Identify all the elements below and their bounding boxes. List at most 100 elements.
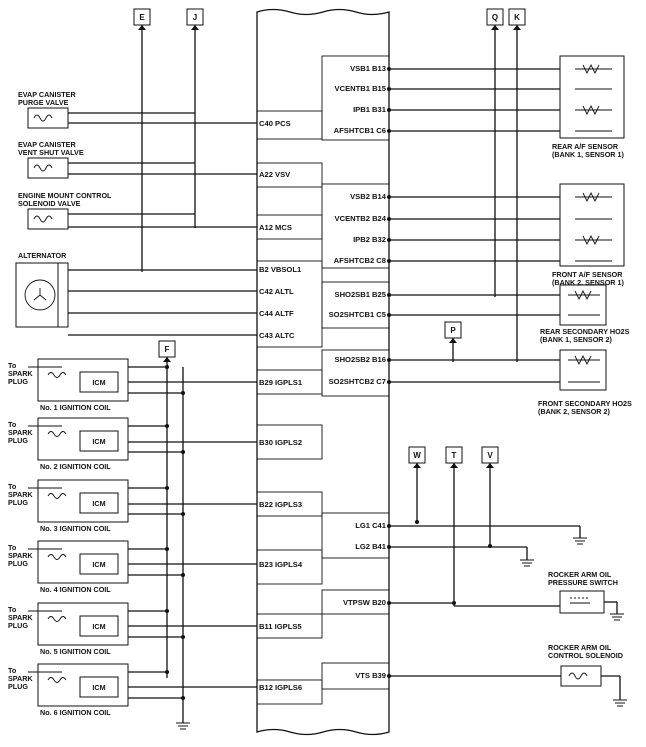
svg-text:Q: Q	[492, 13, 498, 22]
svg-text:T: T	[452, 451, 457, 460]
connector-tag-j: J	[186, 8, 204, 26]
spark-plug-label: SPARK	[8, 551, 33, 560]
svg-text:REAR A/F SENSOR: REAR A/F SENSOR	[552, 142, 619, 151]
icm-label: ICM	[92, 560, 105, 569]
spark-plug-label: SPARK	[8, 674, 33, 683]
svg-text:FRONT A/F SENSOR: FRONT A/F SENSOR	[552, 270, 623, 279]
ignition-coil-label: No. 3 IGNITION COIL	[40, 524, 111, 533]
spark-plug-label: PLUG	[8, 498, 28, 507]
rocker-oil-pressure-switch: ROCKER ARM OIL PRESSURE SWITCH	[454, 570, 624, 621]
ignition-coil-label: No. 5 IGNITION COIL	[40, 647, 111, 656]
svg-text:PRESSURE SWITCH: PRESSURE SWITCH	[548, 578, 618, 587]
pin-label: VCENTB2 B24	[335, 214, 387, 223]
spark-plug-label: To	[8, 361, 17, 370]
pin-label: B2 VBSOL1	[259, 265, 302, 274]
pin-label: A22 VSV	[259, 170, 291, 179]
svg-text:SOLENOID VALVE: SOLENOID VALVE	[18, 199, 81, 208]
icm-label: ICM	[92, 683, 105, 692]
pin-label: AFSHTCB1 C6	[334, 126, 386, 135]
pin-label: B12 IGPLS6	[259, 683, 302, 692]
connector-tag-w: W	[408, 446, 426, 464]
svg-text:ROCKER ARM OIL: ROCKER ARM OIL	[548, 643, 612, 652]
pin-label: SO2SHTCB1 C5	[329, 310, 387, 319]
svg-text:ROCKER ARM OIL: ROCKER ARM OIL	[548, 570, 612, 579]
svg-text:(BANK 1, SENSOR 2): (BANK 1, SENSOR 2)	[540, 335, 612, 344]
svg-text:EVAP CANISTER: EVAP CANISTER	[18, 90, 76, 99]
svg-text:W: W	[413, 451, 421, 460]
rear-af-sensor: REAR A/F SENSOR (BANK 1, SENSOR 1)	[552, 55, 625, 159]
pin-label: C43 ALTC	[259, 331, 295, 340]
svg-text:REAR SECONDARY HO2S: REAR SECONDARY HO2S	[540, 327, 630, 336]
pin-label: VSB2 B14	[350, 192, 387, 201]
icm-label: ICM	[92, 499, 105, 508]
spark-plug-label: PLUG	[8, 377, 28, 386]
svg-text:EVAP CANISTER: EVAP CANISTER	[18, 140, 76, 149]
spark-plug-label: PLUG	[8, 621, 28, 630]
connector-tag-f: F	[158, 340, 176, 358]
spark-plug-label: SPARK	[8, 613, 33, 622]
front-af-sensor: FRONT A/F SENSOR (BANK 2, SENSOR 1)	[552, 183, 625, 287]
spark-plug-label: SPARK	[8, 428, 33, 437]
svg-text:E: E	[139, 13, 145, 22]
svg-text:K: K	[514, 13, 520, 22]
spark-plug-label: PLUG	[8, 682, 28, 691]
icm-label: ICM	[92, 378, 105, 387]
svg-text:ALTERNATOR: ALTERNATOR	[18, 251, 67, 260]
pin-label: VCENTB1 B15	[335, 84, 387, 93]
pin-label: SHO2SB1 B25	[335, 290, 387, 299]
evap-vent-valve: EVAP CANISTER VENT SHUT VALVE	[18, 140, 257, 179]
pin-label: C44 ALTF	[259, 309, 294, 318]
svg-text:V: V	[487, 451, 493, 460]
pin-label: B29 IGPLS1	[259, 378, 303, 387]
svg-text:(BANK 1, SENSOR 1): (BANK 1, SENSOR 1)	[552, 150, 624, 159]
ignition-coil-label: No. 1 IGNITION COIL	[40, 403, 111, 412]
ecm-block	[256, 8, 390, 736]
right-wiring	[387, 67, 587, 678]
spark-plug-label: To	[8, 605, 17, 614]
svg-text:PURGE VALVE: PURGE VALVE	[18, 98, 69, 107]
pin-label: B30 IGPLS2	[259, 438, 302, 447]
pin-label: VTS B39	[355, 671, 386, 680]
pin-label: IPB1 B31	[353, 105, 387, 114]
spark-plug-label: To	[8, 420, 17, 429]
evap-purge-valve: EVAP CANISTER PURGE VALVE	[18, 90, 257, 129]
alternator: ALTERNATOR	[15, 251, 257, 336]
spark-plug-label: To	[8, 543, 17, 552]
pin-label: SO2SHTCB2 C7	[329, 377, 386, 386]
svg-text:VENT SHUT VALVE: VENT SHUT VALVE	[18, 148, 84, 157]
svg-text:F: F	[165, 345, 170, 354]
pin-label: VTPSW B20	[343, 598, 386, 607]
icm-label: ICM	[92, 437, 105, 446]
pin-label: B23 IGPLS4	[259, 560, 303, 569]
svg-text:(BANK 2, SENSOR 2): (BANK 2, SENSOR 2)	[538, 407, 610, 416]
pin-label: C40 PCS	[259, 119, 291, 128]
rear-secondary-ho2s: REAR SECONDARY HO2S (BANK 1, SENSOR 2)	[540, 284, 630, 344]
connector-tag-q: Q	[486, 8, 504, 26]
connector-tag-e: E	[133, 8, 151, 26]
pin-label: SHO2SB2 B16	[335, 355, 387, 364]
spark-plug-label: PLUG	[8, 559, 28, 568]
ignition-coil-label: No. 6 IGNITION COIL	[40, 708, 111, 717]
icm-label: ICM	[92, 622, 105, 631]
ignition-coil-label: No. 4 IGNITION COIL	[40, 585, 111, 594]
svg-text:(BANK 2, SENSOR 1): (BANK 2, SENSOR 1)	[552, 278, 624, 287]
ignition-coil-label: No. 2 IGNITION COIL	[40, 462, 111, 471]
connector-tag-t: T	[445, 446, 463, 464]
connector-tag-k: K	[508, 8, 526, 26]
front-secondary-ho2s: FRONT SECONDARY HO2S (BANK 2, SENSOR 2)	[538, 349, 632, 416]
pin-label: B22 IGPLS3	[259, 500, 302, 509]
svg-text:J: J	[193, 13, 197, 22]
connector-tag-v: V	[481, 446, 499, 464]
pin-label: LG2 B41	[355, 542, 387, 551]
pin-label: B11 IGPLS5	[259, 622, 302, 631]
svg-text:FRONT SECONDARY HO2S: FRONT SECONDARY HO2S	[538, 399, 632, 408]
engine-mount-solenoid: ENGINE MOUNT CONTROL SOLENOID VALVE	[18, 191, 257, 230]
pin-label: C42 ALTL	[259, 287, 294, 296]
